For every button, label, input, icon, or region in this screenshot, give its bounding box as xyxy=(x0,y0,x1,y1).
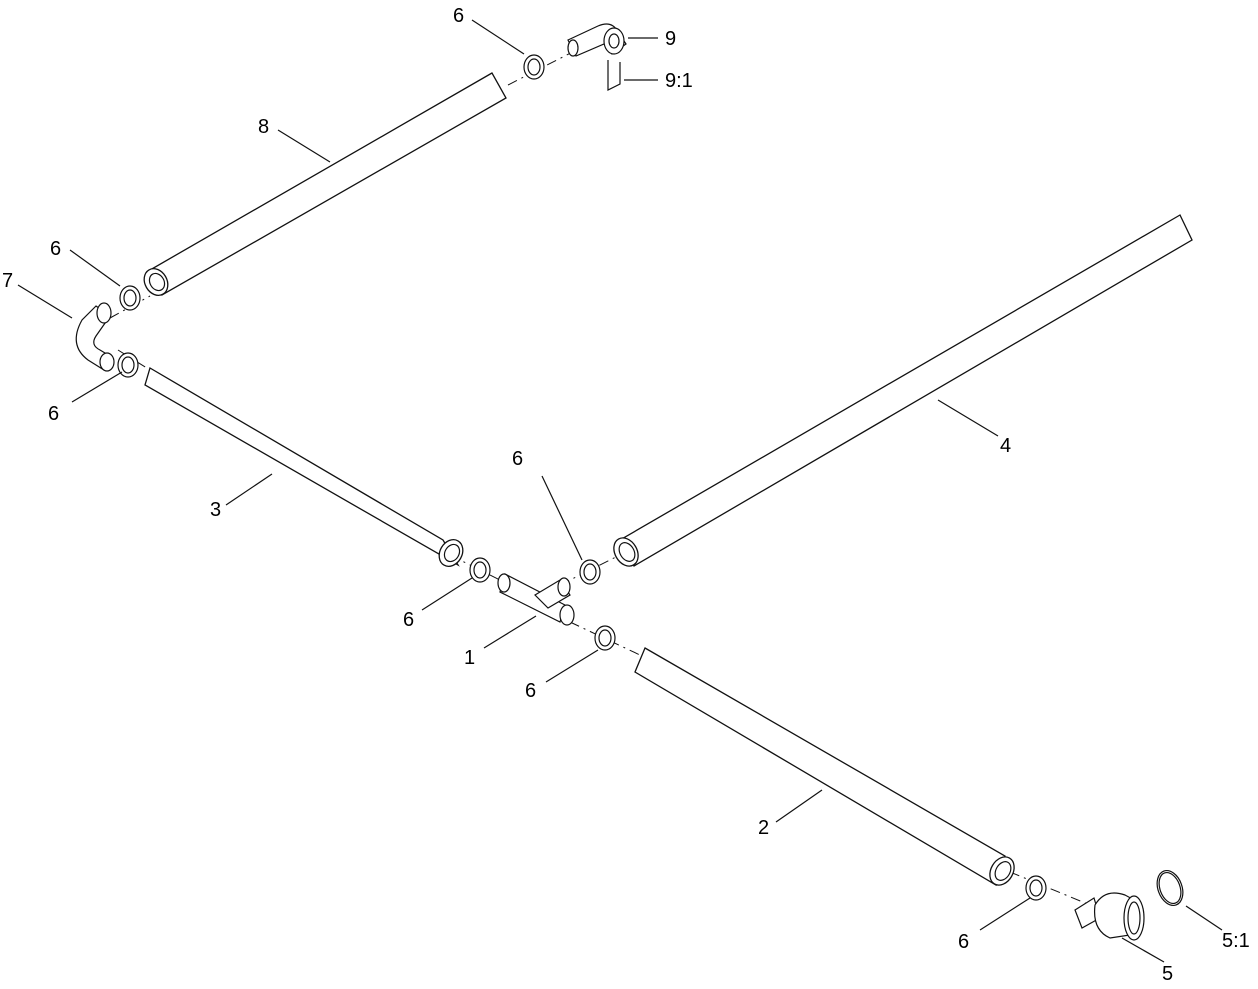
callout-6-center-left: 6 xyxy=(403,609,414,631)
pipe-4 xyxy=(613,214,1193,567)
center-lines xyxy=(109,37,1091,906)
callout-2: 2 xyxy=(758,817,769,839)
clamp-center-bottom xyxy=(594,625,616,651)
tee-fitting-1 xyxy=(497,573,575,626)
elbow-valve-9 xyxy=(567,23,627,57)
pipe-8 xyxy=(143,72,507,296)
leader-lines xyxy=(17,19,1223,963)
callout-6-bottom: 6 xyxy=(958,931,969,953)
callout-7: 7 xyxy=(2,270,13,292)
clamp-upper-left xyxy=(119,285,141,311)
callout-9: 9 xyxy=(665,28,676,50)
callout-6-center-right: 6 xyxy=(512,448,523,470)
hose-clamps xyxy=(117,54,1047,901)
callout-6-left: 6 xyxy=(48,403,59,425)
callout-labels: 6 9 9:1 8 6 7 6 3 6 1 6 4 6 2 6 5 5:1 xyxy=(2,5,1250,985)
callout-6-top: 6 xyxy=(453,5,464,27)
pipe-2 xyxy=(634,647,1015,886)
callout-5-1: 5:1 xyxy=(1222,930,1250,952)
callout-9-1: 9:1 xyxy=(665,70,693,92)
callout-6-upper-left: 6 xyxy=(50,238,61,260)
clamp-center-left xyxy=(469,557,491,583)
clamp-top xyxy=(523,54,545,80)
clamp-left xyxy=(117,352,139,378)
clamp-center-right xyxy=(579,559,601,585)
callout-6-center-bottom: 6 xyxy=(525,680,536,702)
pin-9-1 xyxy=(607,60,621,91)
callout-8: 8 xyxy=(258,116,269,138)
gasket-5-1 xyxy=(1156,869,1184,907)
callout-3: 3 xyxy=(210,499,221,521)
fitting-5 xyxy=(1074,892,1145,941)
pipe-3 xyxy=(144,367,464,567)
clamp-bottom xyxy=(1025,875,1047,901)
elbow-7 xyxy=(75,302,115,372)
callout-4: 4 xyxy=(1000,435,1011,457)
callout-5: 5 xyxy=(1162,963,1173,985)
callout-1: 1 xyxy=(464,647,475,669)
